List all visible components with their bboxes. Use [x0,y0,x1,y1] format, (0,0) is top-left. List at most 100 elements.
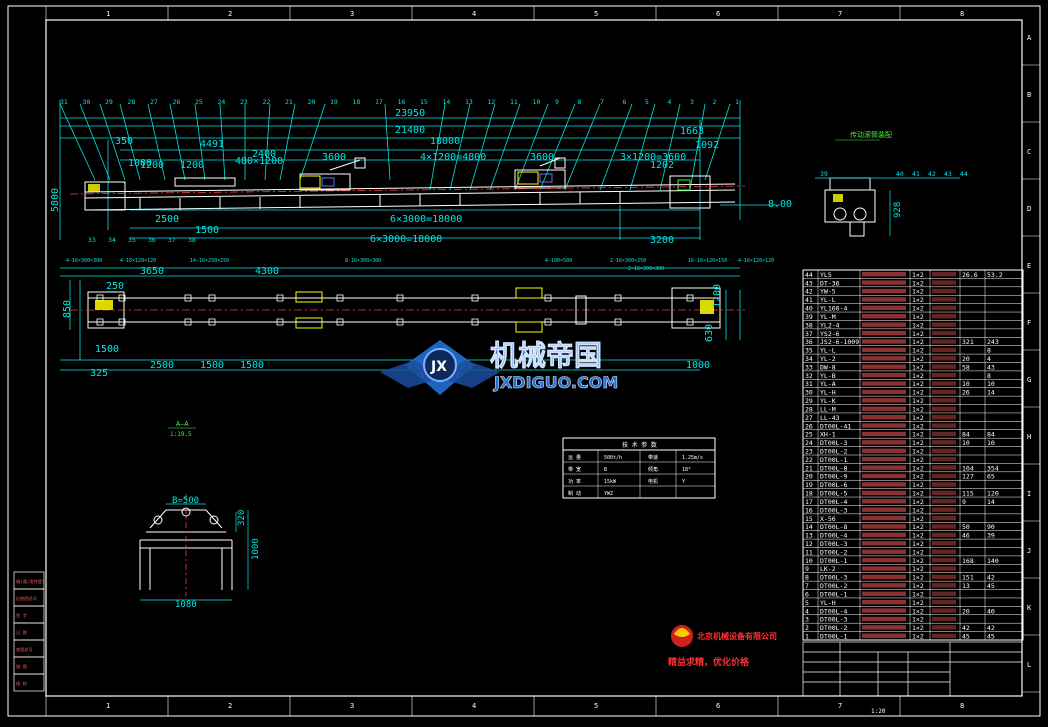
part-balloon: 35 [128,236,136,244]
bom-cell: 44 [805,271,813,279]
bom-cell: DW-8 [820,363,836,371]
bom-cell: 1×2 [912,363,924,371]
bom-cell: 13 [805,532,813,540]
part-balloon: 31 [60,98,68,106]
bom-cell: 1×2 [912,414,924,422]
anchor-callout: 16-16×120×150 [688,258,727,264]
foundation-anchor-points [96,294,694,326]
dimension-label: 630 [704,324,715,342]
dimension-label: 18000 [430,136,460,147]
col-ref-bottom: 3 [350,702,354,710]
table-cell: 15kW [604,479,617,485]
bom-cell: 16 [805,506,813,514]
part-balloon: 41 [912,170,920,178]
bom-desc [862,330,906,336]
bom-cell: DT00L-41 [820,422,851,430]
bom-cell: 9 [805,565,809,573]
part-balloon: 8 [578,98,582,106]
bom-cell: 10 [987,439,995,447]
bom-cell: 4 [987,355,991,363]
bom-cell: 4 [805,607,809,615]
bom-cell: 19 [805,481,813,489]
bom-cell: 1×2 [912,431,924,439]
bom-material [932,608,956,613]
bom-cell: 38 [805,321,813,329]
part-balloon: 37 [168,236,176,244]
col-ref-top: 6 [716,10,720,18]
col-ref-bottom: 5 [594,702,598,710]
bom-desc [862,541,906,546]
bom-cell: 17 [805,498,813,506]
bom-desc [862,473,906,479]
bom-material [932,440,956,445]
col-ref-top: 7 [838,10,842,18]
dimension-label: B=500 [172,496,199,506]
dimension-label: 1200 [180,160,204,171]
part-balloon: 24 [218,98,226,106]
col-ref-top: 4 [472,10,476,18]
dimension-label: 1202 [650,160,674,171]
dimension-label: 3×1200=3600 [620,152,686,163]
bom-cell: 20 [962,607,970,615]
bom-cell: 24 [805,439,813,447]
part-balloon: 34 [108,236,116,244]
bom-cell: YL-K [820,397,836,405]
bom-cell: 8 [805,574,809,582]
anchor-point [686,294,694,302]
bom-material [932,507,956,512]
bom-desc [862,457,906,462]
outer-frame [7,5,1041,717]
bom-desc [862,305,906,311]
table-cell: 倾角 [648,466,658,473]
part-balloon: 6 [623,98,627,106]
bom-desc [862,591,906,596]
part-balloon: 38 [188,236,196,244]
dimension-label: 1000 [128,158,152,169]
bom-material [932,625,956,630]
bom-cell: 42 [987,624,995,632]
anchor-callout: 2-16×300×300 [628,266,664,272]
bom-material [932,549,956,554]
part-balloon: 30 [83,98,91,106]
bom-cell: 1×2 [912,582,924,590]
bom-desc [862,507,906,512]
bom-cell: 36 [805,338,813,346]
bom-material [932,423,956,428]
anchor-point [396,294,404,302]
anchor-point [276,318,284,326]
anchor-callout: 4-16×300×300 [66,258,102,264]
table-cell: Y [682,479,685,485]
bom-cell: 14 [987,498,995,506]
anchor-point [336,294,344,302]
row-ref: J [1027,547,1031,555]
bom-cell: 65 [987,473,995,481]
bom-desc [862,381,906,386]
bom-cell: DT00L-3 [820,540,847,548]
dimension-label: 2400 [252,149,276,160]
anchor-point [544,318,552,326]
bom-desc [862,557,906,563]
bom-cell: 1×2 [912,305,924,313]
bom-cell: 20 [962,355,970,363]
bom-cell: 2 [805,624,809,632]
bom-cell: 13 [962,582,970,590]
anchor-callout: 14-16×250×250 [190,258,229,264]
title-block-scale: 1:20 [871,708,886,715]
row-ref: G [1027,376,1031,384]
bom-cell: 1×2 [912,279,924,287]
bom-material [932,633,956,638]
bom-cell: YL-M [820,313,836,321]
anchor-point [208,294,216,302]
col-ref-bottom: 7 [838,702,842,710]
bom-cell: 8 [987,372,991,380]
company-name: 北京机械设备有限公司 [697,631,777,641]
bom-cell: DT00L-2 [820,448,847,456]
bom-cell: 31 [805,380,813,388]
bom-cell: 37 [805,330,813,338]
table-cell: 带 宽 [568,466,581,473]
